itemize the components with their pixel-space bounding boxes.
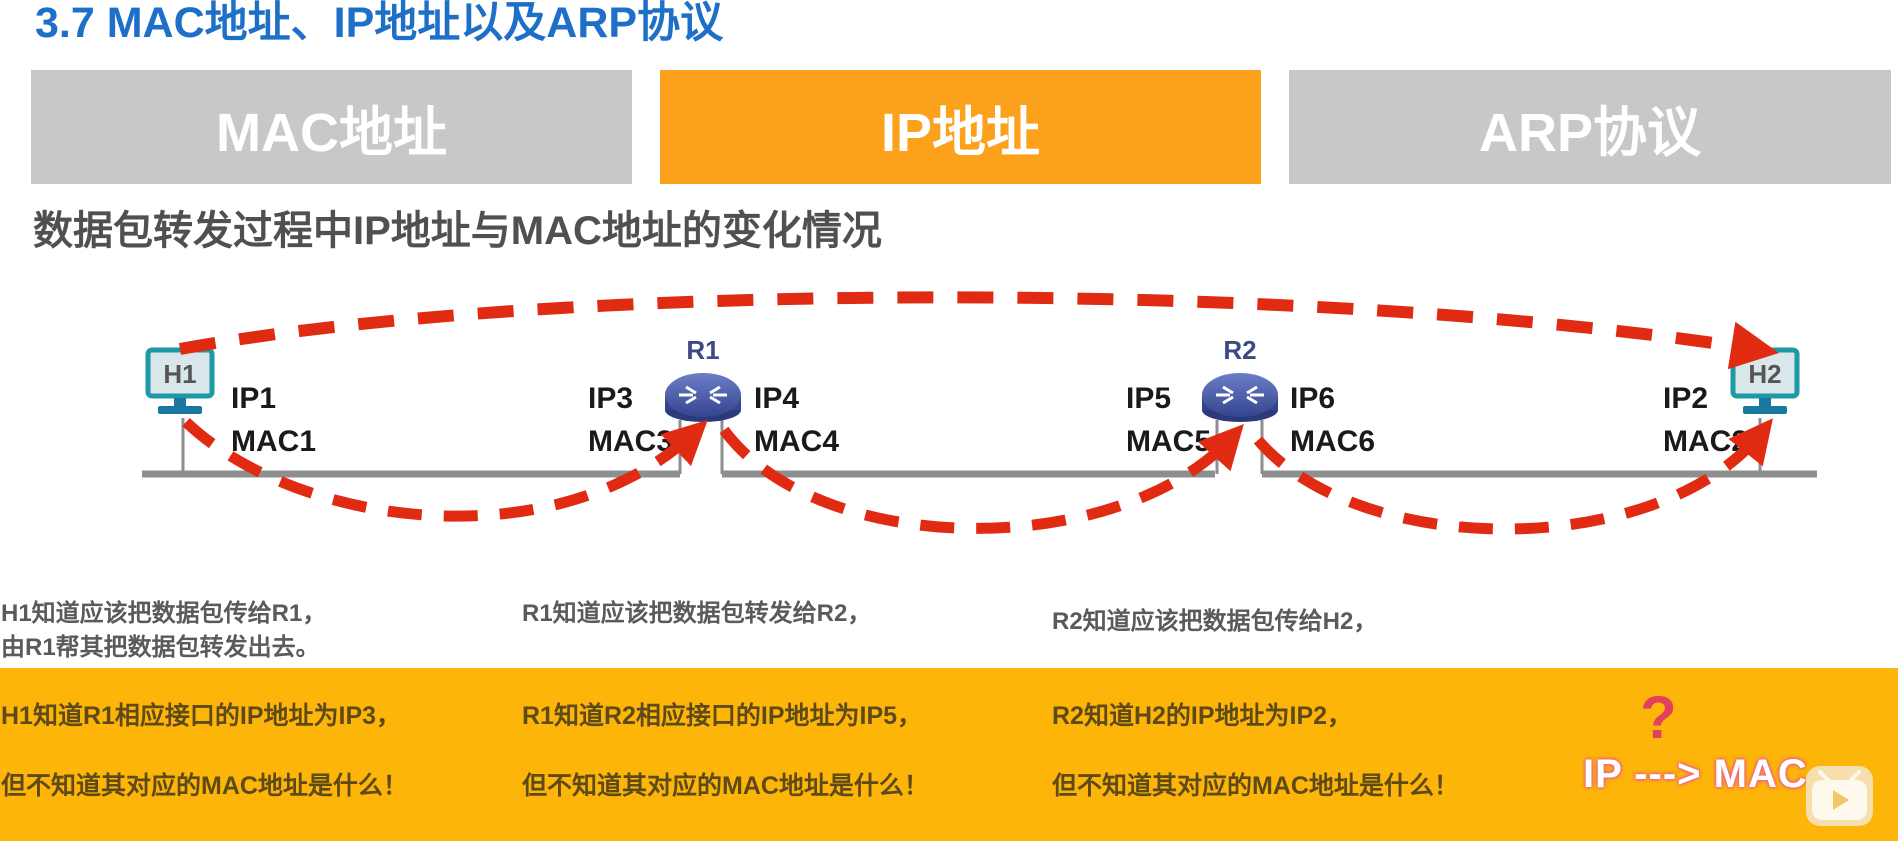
band-col1-line2: 但不知道其对应的MAC地址是什么！ (1, 772, 408, 800)
explanation-band (0, 668, 1898, 841)
arrow-h1-to-h2 (178, 291, 1779, 370)
band-col2-line1: R1知道R2相应接口的IP地址为IP5， (522, 702, 923, 730)
h2-ip-label: IP2 (1663, 382, 1708, 415)
note-h1-line1: H1知道应该把数据包传给R1， (1, 600, 327, 627)
r1-left-mac-label: MAC3 (588, 425, 673, 458)
router-r2-name: R2 (1223, 335, 1256, 365)
router-r1-icon: R1 (665, 335, 741, 422)
h1-mac-label: MAC1 (231, 425, 316, 458)
play-button[interactable] (1806, 766, 1873, 826)
forwarding-arrows (178, 291, 1779, 535)
band-col3-line2: 但不知道其对应的MAC地址是什么！ (1052, 772, 1459, 800)
r1-right-mac-label: MAC4 (754, 425, 839, 458)
r1-left-ip-label: IP3 (588, 382, 633, 415)
section-heading: 数据包转发过程中IP地址与MAC地址的变化情况 (33, 209, 882, 253)
router-r1-name: R1 (686, 335, 719, 365)
network-diagram: H1 H2 R1 R2 IP1 MAC1 (142, 291, 1817, 535)
band-col1-line1: H1知道R1相应接口的IP地址为IP3， (1, 702, 402, 730)
ip-to-mac-mapping: IP ---> MAC (1583, 752, 1808, 796)
arrow-r1-to-r2 (719, 424, 1244, 534)
r2-right-ip-label: IP6 (1290, 382, 1335, 415)
note-r1-line1: R1知道应该把数据包转发给R2， (522, 600, 872, 627)
host-h2-icon: H2 (1730, 347, 1800, 414)
host-h1-icon: H1 (145, 347, 215, 414)
tab-arp-protocol[interactable]: ARP协议 (1289, 70, 1891, 184)
h1-ip-label: IP1 (231, 382, 276, 415)
router-r2-icon: R2 (1202, 335, 1278, 422)
slide-title: 3.7 MAC地址、IP地址以及ARP协议 (35, 0, 724, 47)
play-icon (1812, 770, 1867, 820)
r2-left-ip-label: IP5 (1126, 382, 1171, 415)
question-mark: ? (1640, 684, 1677, 751)
arrow-r2-to-h2 (1253, 418, 1773, 535)
r2-right-mac-label: MAC6 (1290, 425, 1375, 458)
tab-ip-address[interactable]: IP地址 (660, 70, 1261, 184)
r1-right-ip-label: IP4 (754, 382, 799, 415)
note-h1-line2: 由R1帮其把数据包转发出去。 (1, 634, 320, 661)
arrow-h1-to-r1 (182, 418, 708, 522)
band-col3-line1: R2知道H2的IP地址为IP2， (1052, 702, 1353, 730)
network-links (142, 418, 1817, 478)
r2-left-mac-label: MAC5 (1126, 425, 1211, 458)
host-h1-name: H1 (163, 359, 196, 389)
band-col2-line2: 但不知道其对应的MAC地址是什么！ (522, 772, 929, 800)
host-h2-name: H2 (1748, 359, 1781, 389)
tab-mac-address[interactable]: MAC地址 (31, 70, 632, 184)
note-r2-line1: R2知道应该把数据包传给H2， (1052, 608, 1378, 635)
